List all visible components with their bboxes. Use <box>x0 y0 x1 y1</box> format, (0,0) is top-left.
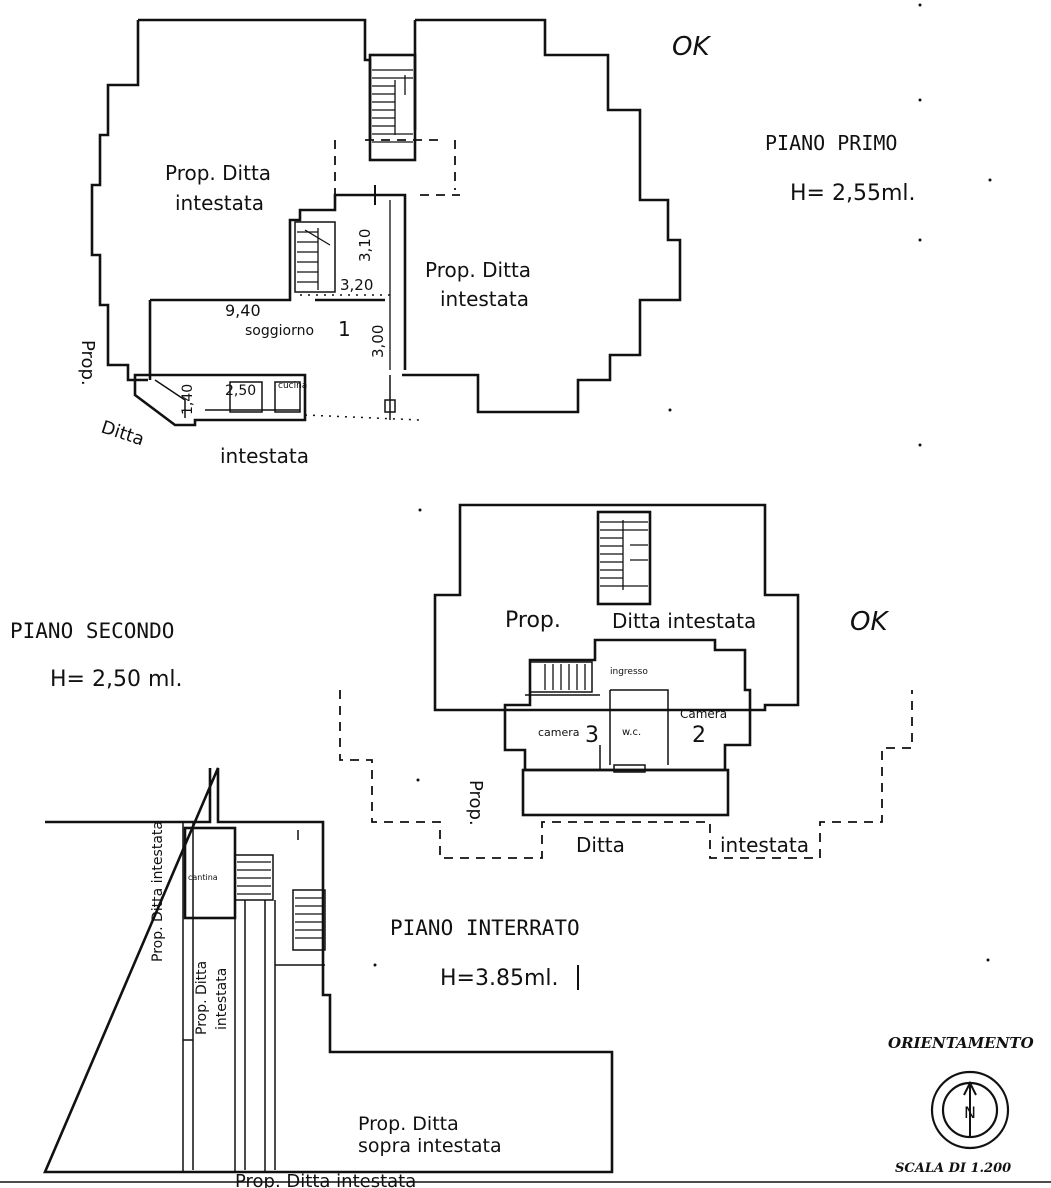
secondo-height: H= 2,50 ml. <box>50 667 182 692</box>
primo-prop-right-2: intestata <box>440 287 529 311</box>
secondo-outer-outline <box>433 503 800 712</box>
secondo-camera-right: Camera <box>680 707 727 721</box>
secondo-wc: w.c. <box>622 727 641 738</box>
primo-small-room: cucina <box>278 381 307 391</box>
secondo-outside-ditta: Ditta <box>576 833 625 857</box>
scala-label: SCALA DI 1.200 <box>895 1161 1011 1176</box>
piano-interrato-plan <box>0 767 1051 1183</box>
primo-height: H= 2,55ml. <box>790 181 916 206</box>
primo-annex-outline <box>133 373 307 427</box>
secondo-main-stair <box>596 510 652 606</box>
primo-outside-ditta: Ditta <box>98 417 146 451</box>
orientamento-compass <box>930 1070 1010 1150</box>
primo-main-stair <box>368 53 417 162</box>
primo-dim-140: 1,40 <box>180 384 196 415</box>
secondo-ingresso: ingresso <box>610 667 648 677</box>
north-letter: N <box>964 1103 976 1122</box>
interrato-height: H=3.85ml. <box>440 966 559 991</box>
secondo-camera-left: camera <box>538 726 580 739</box>
secondo-title: PIANO SECONDO <box>10 619 174 643</box>
ok-mark-middle: OK <box>850 607 889 637</box>
primo-outside-prop: Prop. <box>77 340 98 386</box>
primo-room-number: 1 <box>338 317 351 341</box>
primo-room-soggiorno: soggiorno <box>245 323 314 339</box>
primo-prop-left-2: intestata <box>175 191 264 215</box>
interrato-bottom-label: Prop. Ditta intestata <box>235 1171 416 1188</box>
primo-prop-right-1: Prop. Ditta <box>425 258 531 282</box>
secondo-unit-outline <box>503 638 752 772</box>
secondo-prop: Prop. <box>505 608 561 633</box>
secondo-camera-right-num: 2 <box>692 723 706 748</box>
secondo-outside-intestata: intestata <box>720 833 809 857</box>
primo-title: PIANO PRIMO <box>765 131 897 155</box>
secondo-ditta-intestata: Ditta intestata <box>612 609 756 633</box>
margin-dots <box>373 3 992 967</box>
interrato-title: PIANO INTERRATO <box>390 916 580 940</box>
interrato-cantina: cantina <box>188 873 218 882</box>
primo-dim-300: 3,00 <box>369 325 387 358</box>
primo-dim-940: 9,40 <box>225 301 261 320</box>
ok-mark-top: OK <box>672 32 711 62</box>
primo-prop-left-1: Prop. Ditta <box>165 161 271 185</box>
primo-dim-320: 3,20 <box>340 276 373 294</box>
primo-right-building-outline <box>402 18 682 414</box>
interrato-vert-2b: intestata <box>214 968 230 1030</box>
primo-dim-310: 3,10 <box>356 229 374 262</box>
interrato-sopra-2: sopra intestata <box>358 1135 502 1157</box>
piano-secondo-plan <box>339 503 913 859</box>
orientamento-label: ORIENTAMENTO <box>888 1034 1034 1052</box>
piano-primo-plan <box>90 18 682 427</box>
primo-outside-intestata: intestata <box>220 444 309 468</box>
interrato-sopra-1: Prop. Ditta <box>358 1113 459 1135</box>
interrato-vert-2a: Prop. Ditta <box>194 961 210 1035</box>
secondo-camera-left-num: 3 <box>585 723 599 748</box>
primo-dim-250: 2,50 <box>225 383 256 399</box>
primo-left-unit-outline <box>148 193 407 380</box>
interrato-outline <box>43 767 614 1174</box>
secondo-outside-prop: Prop. <box>465 780 486 826</box>
interrato-vert-1: Prop. Ditta intestata <box>150 821 166 962</box>
